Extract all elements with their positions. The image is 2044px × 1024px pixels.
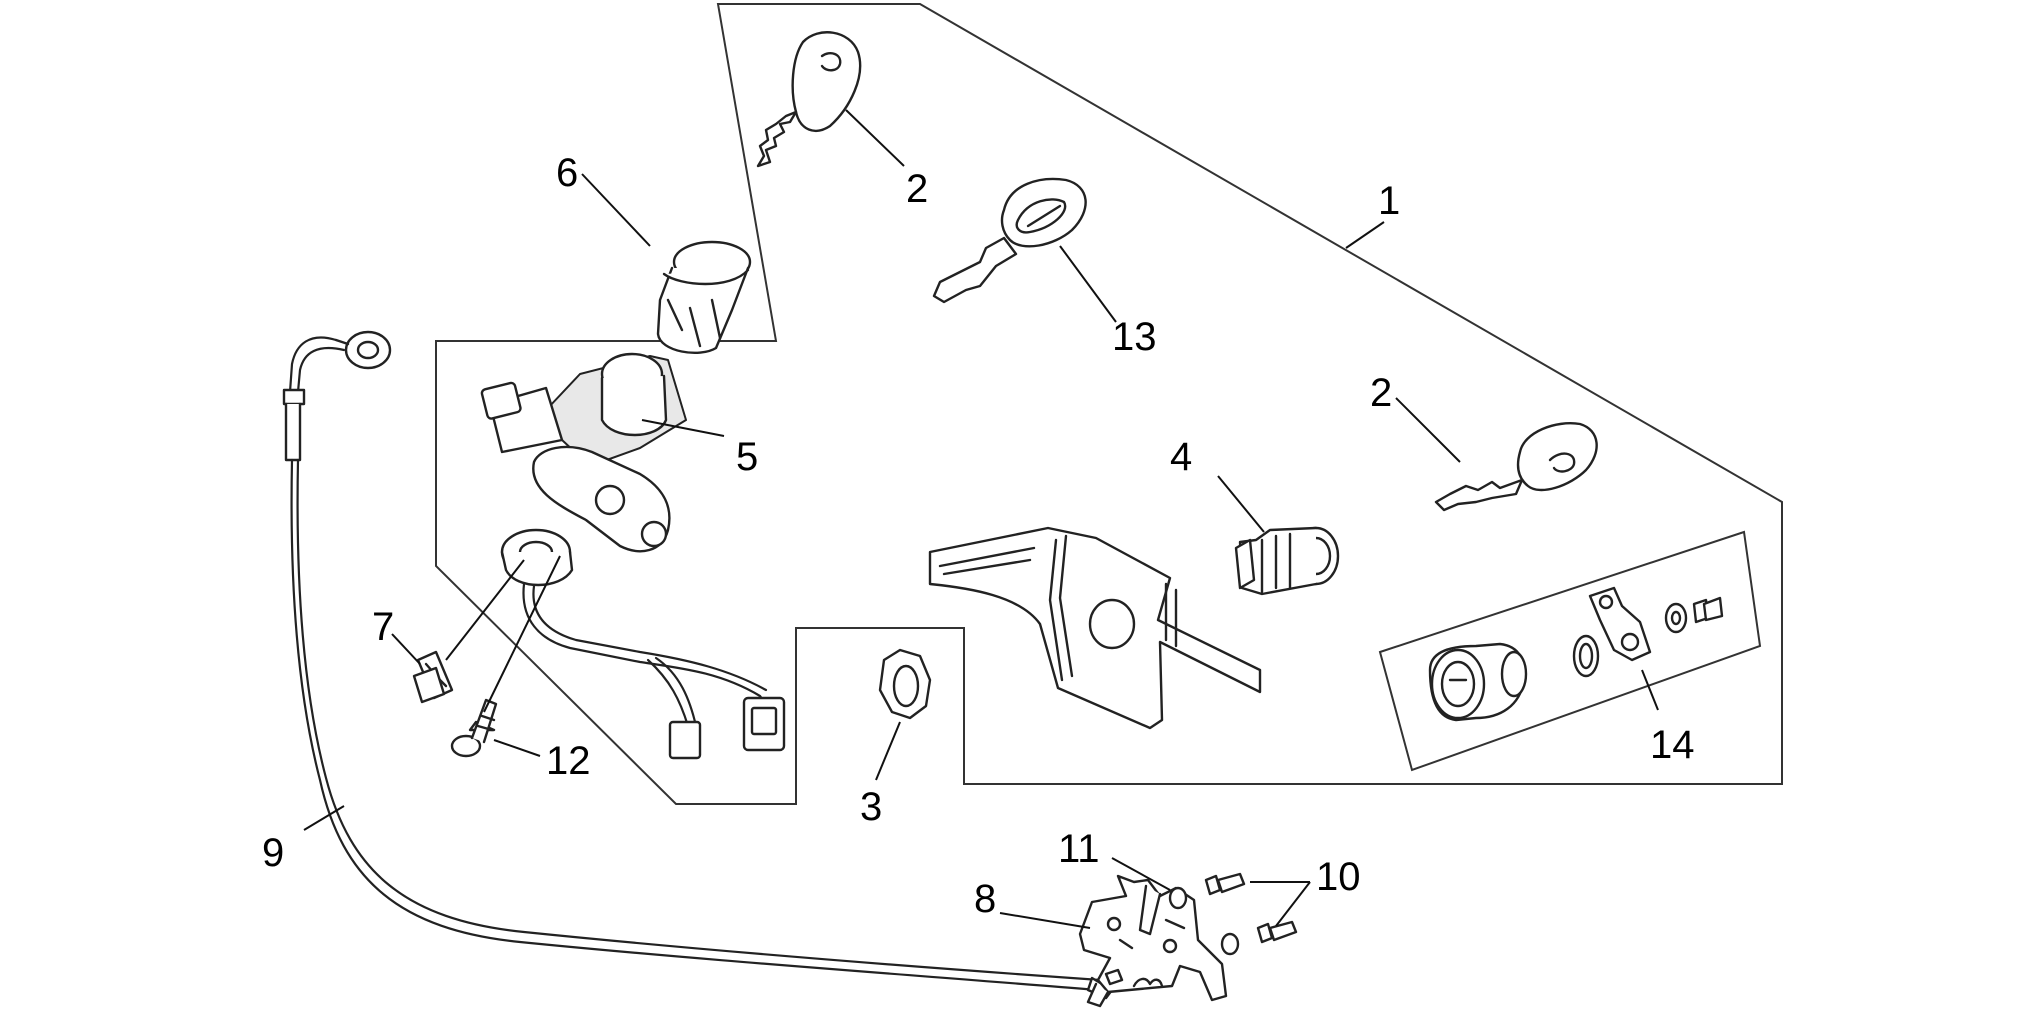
callout-2-top: 2 [906,167,928,211]
screws-10 [1204,872,1298,944]
ignition-switch-5 [480,352,786,760]
cable-9 [282,330,1114,1000]
callout-13: 13 [1112,315,1157,359]
callout-9: 9 [262,831,284,875]
key-13 [932,177,1087,304]
latch-bracket-8 [1078,874,1228,1008]
lock-cylinder-4 [1234,526,1340,596]
callout-12: 12 [546,739,591,783]
callout-2-right: 2 [1370,371,1392,415]
kit-boundary [435,3,1783,805]
bolt-12 [450,698,498,758]
callout-6: 6 [556,151,578,195]
callout-14: 14 [1650,723,1695,767]
callout-10: 10 [1316,855,1361,899]
callout-8: 8 [974,877,996,921]
bracket-plate [928,526,1262,730]
nut-3 [878,648,932,720]
callout-7: 7 [372,605,394,649]
spacer-11 [1168,886,1240,956]
lock-set-14 [1428,586,1724,722]
callout-4: 4 [1170,435,1192,479]
subkit-boundary [1378,530,1762,772]
callout-5: 5 [736,435,758,479]
leader-lines [303,109,1659,929]
callout-labels: 1 2 13 2 4 5 6 7 12 3 14 9 11 8 10 [262,151,1695,921]
screw-7 [412,650,454,704]
cap-6 [656,240,752,355]
key-right [1434,422,1598,512]
callout-3: 3 [860,785,882,829]
key-top [756,31,862,168]
callout-1: 1 [1378,179,1400,223]
callout-11: 11 [1058,827,1100,871]
